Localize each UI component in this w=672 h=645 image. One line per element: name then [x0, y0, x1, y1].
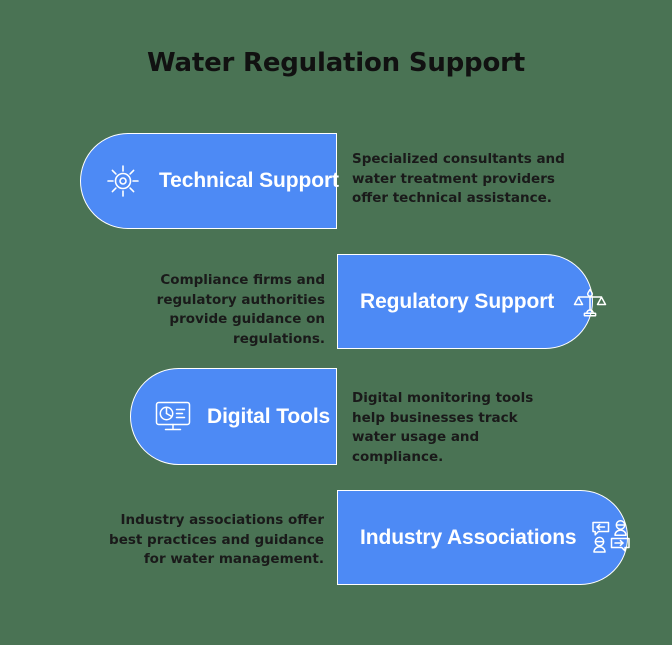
- pill-label-industry-associations: Industry Associations: [360, 525, 577, 549]
- monitor-chart-icon: [153, 397, 193, 437]
- description-industry-associations: Industry associations offer best practic…: [109, 512, 324, 568]
- pill-industry-associations[interactable]: Industry Associations: [337, 490, 631, 585]
- pill-technical-support[interactable]: Technical Support: [80, 133, 339, 229]
- page-title: Water Regulation Support: [146, 48, 525, 78]
- description-technical-support: Specialized consultants and water treatm…: [352, 151, 565, 207]
- sun-gear-icon: [103, 161, 143, 201]
- description-digital-tools: Digital monitoring tools help businesses…: [352, 390, 534, 465]
- pill-label-technical-support: Technical Support: [159, 169, 339, 192]
- description-regulatory-support: Compliance firms and regulatory authorit…: [156, 272, 325, 347]
- pill-label-regulatory-support: Regulatory Support: [360, 289, 555, 313]
- scales-of-justice-icon: [570, 282, 610, 322]
- people-chat-icon: [591, 518, 631, 558]
- pill-regulatory-support[interactable]: Regulatory Support: [337, 254, 607, 349]
- pill-label-digital-tools: Digital Tools: [207, 404, 331, 428]
- pill-digital-tools[interactable]: Digital Tools: [130, 368, 337, 465]
